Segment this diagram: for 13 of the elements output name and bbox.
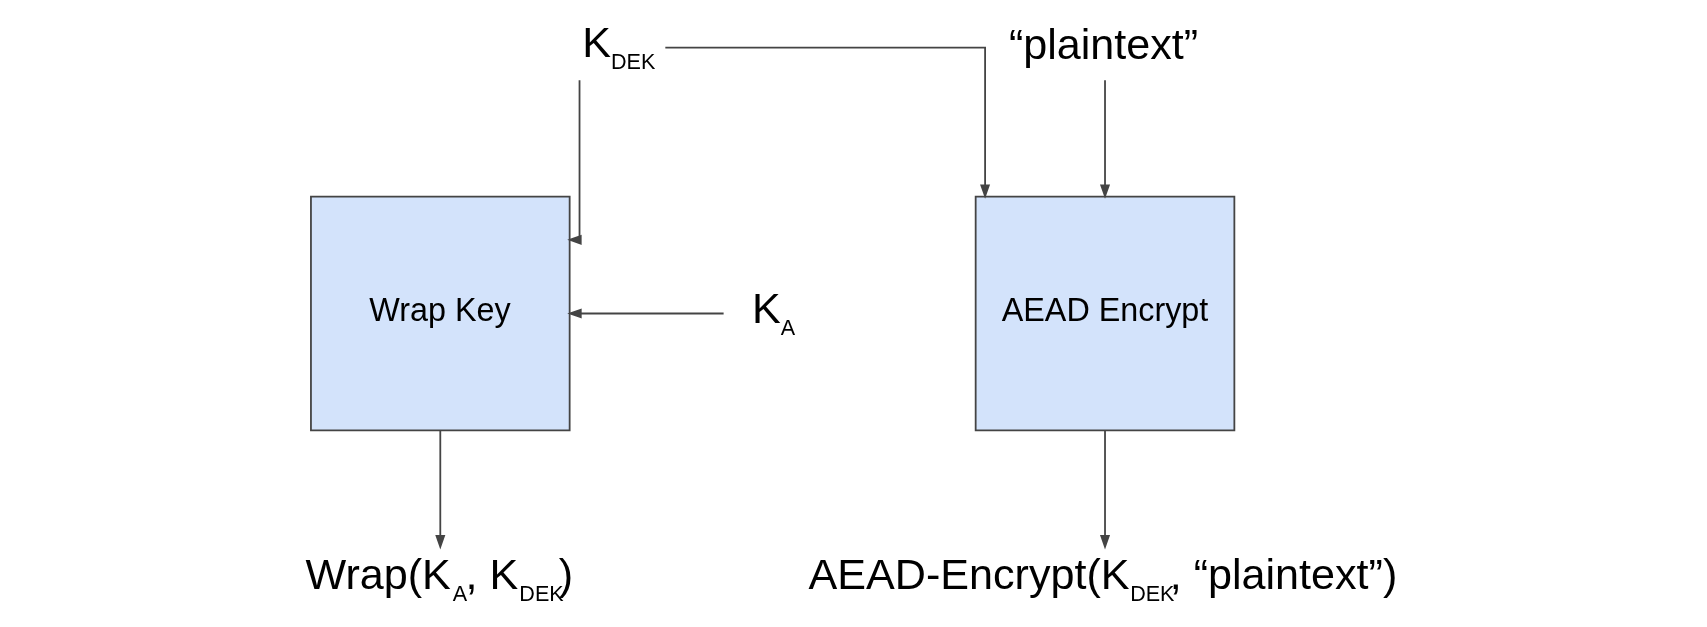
node-box: AEAD Encrypt	[974, 195, 1236, 432]
node-text: “plaintext”	[1008, 19, 1199, 68]
node-text: K$_{A}$	[752, 283, 796, 341]
arrow	[1099, 79, 1111, 199]
node-text: K$_{DEK}$	[582, 17, 656, 75]
arrow	[435, 430, 446, 550]
arrow	[664, 46, 991, 199]
arrow	[1099, 430, 1111, 550]
node-box: Wrap Key	[310, 195, 571, 432]
node-text: AEAD-Encrypt(K$_{DEK}$, “plaintext”)	[808, 549, 1398, 607]
arrow	[567, 79, 582, 245]
arrow	[567, 308, 725, 319]
node-text: Wrap(K$_{A}$, K$_{DEK}$)	[305, 549, 574, 607]
